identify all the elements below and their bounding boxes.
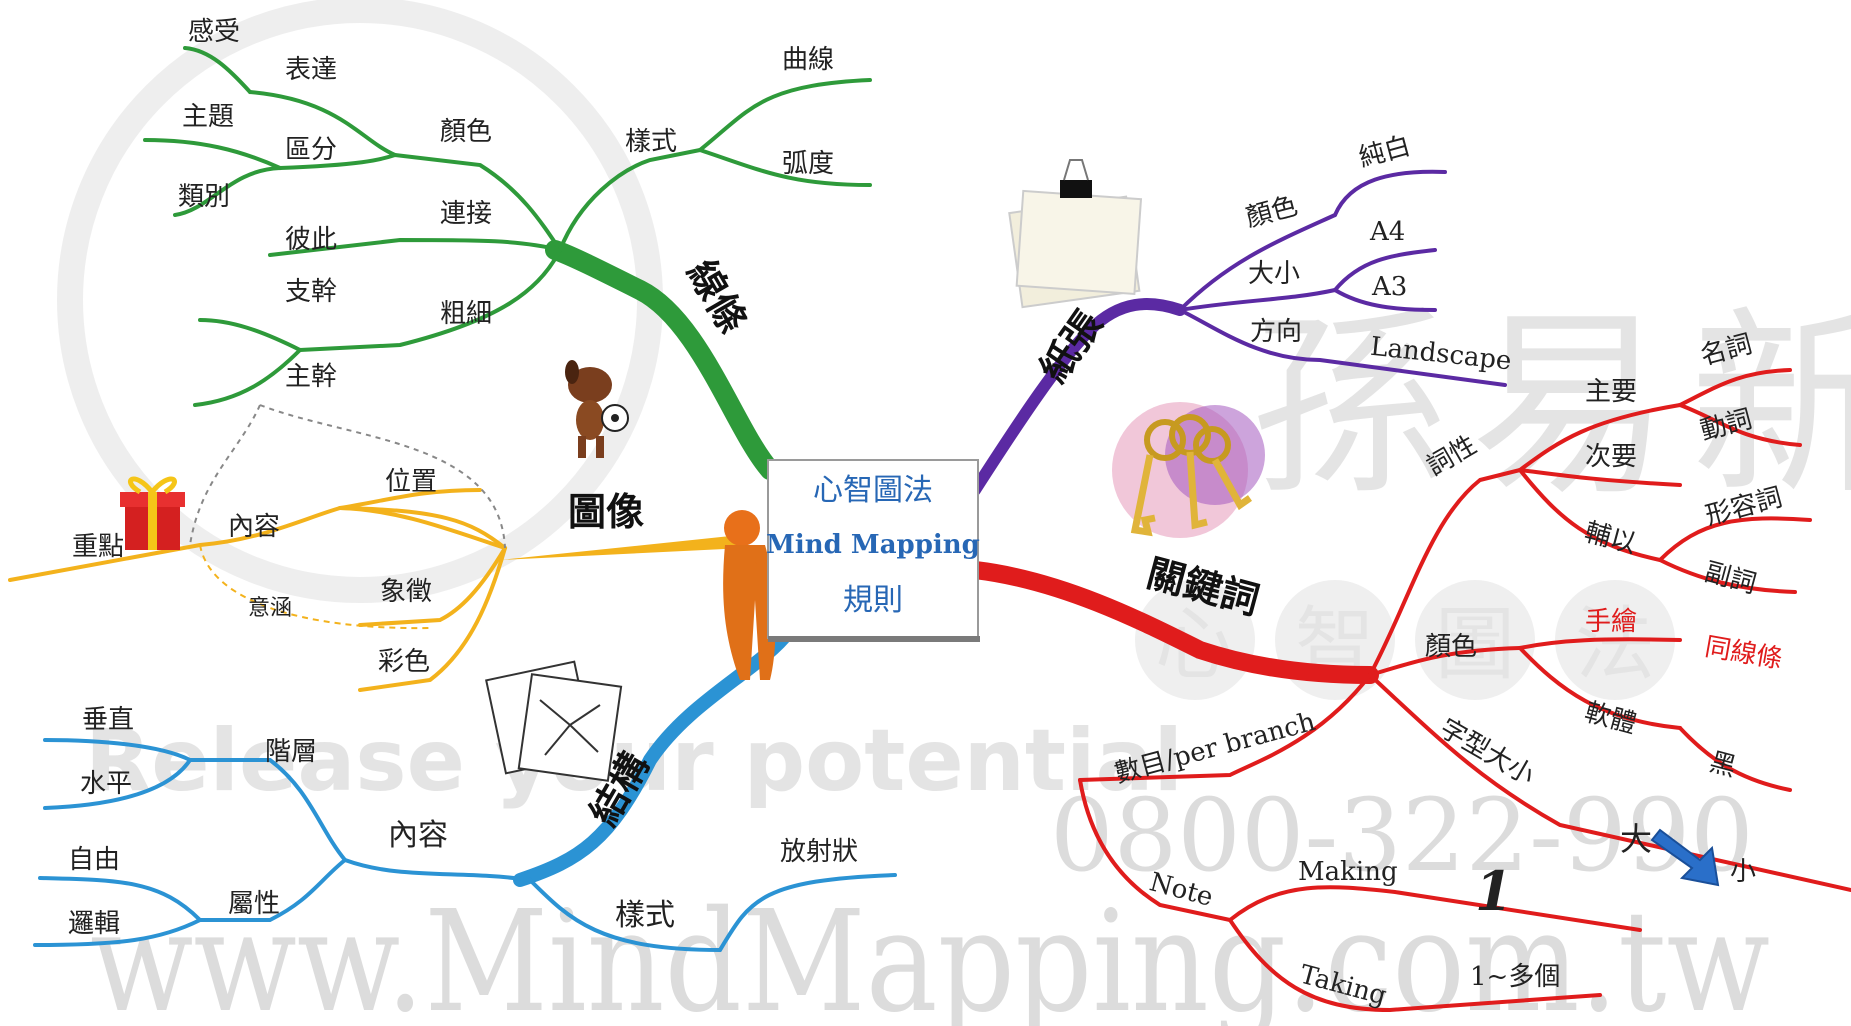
label-handdrawn: 手繪 <box>1585 607 1637 637</box>
label-a3: A3 <box>1371 272 1407 302</box>
label-one: 1 <box>1475 859 1513 923</box>
label-connect: 連接 <box>440 199 492 229</box>
label-distinguish: 區分 <box>285 135 337 165</box>
label-keyword-color: 顏色 <box>1425 632 1477 662</box>
label-big: 大 <box>1620 820 1652 858</box>
label-arc: 弧度 <box>782 149 834 179</box>
keys-icon <box>1112 402 1265 538</box>
watermark-brand: 孫易新 <box>1250 290 1851 523</box>
label-category: 類別 <box>178 182 230 212</box>
label-free: 自由 <box>68 845 120 875</box>
central-topic: 心智圖法 Mind Mapping 規則 <box>766 459 980 642</box>
label-small: 小 <box>1730 857 1756 887</box>
label-level: 階層 <box>265 737 317 767</box>
label-adverb: 副詞 <box>1701 557 1759 599</box>
label-pure-white: 純白 <box>1356 131 1414 173</box>
label-paper-size: 大小 <box>1248 259 1300 289</box>
label-vertical: 垂直 <box>82 705 134 735</box>
label-meaning: 意涵 <box>248 596 292 621</box>
watermark-phone: 0800-322-990 <box>1050 777 1754 894</box>
paper-sheet-icon <box>1008 159 1143 309</box>
label-structure-content: 內容 <box>388 818 448 853</box>
label-each-other: 彼此 <box>285 225 337 255</box>
label-software: 軟體 <box>1581 697 1639 739</box>
label-one-to-many: 1~多個 <box>1470 962 1560 992</box>
label-attribute: 屬性 <box>228 889 280 919</box>
label-radial: 放射狀 <box>780 837 858 867</box>
branch-image-label: 圖像 <box>568 490 644 534</box>
label-feeling: 感受 <box>188 17 240 47</box>
label-topic: 主題 <box>182 102 234 132</box>
label-image-content: 內容 <box>228 512 280 542</box>
label-symbol: 象徵 <box>380 577 432 607</box>
label-branch: 支幹 <box>285 277 337 307</box>
label-key-point: 重點 <box>72 532 124 562</box>
label-lines-color: 顏色 <box>440 117 492 147</box>
label-auxiliary: 輔以 <box>1581 517 1639 559</box>
central-title: 心智圖法 <box>813 473 933 508</box>
gift-icon <box>120 476 185 550</box>
label-image-color: 彩色 <box>378 647 430 677</box>
label-paper-color: 顏色 <box>1243 191 1301 233</box>
label-curve: 曲線 <box>782 45 834 75</box>
label-outline: 同線條 <box>1703 632 1785 675</box>
watermark-url: www.MindMapping.com.tw <box>90 881 1770 1026</box>
dog-icon <box>565 360 629 458</box>
label-lines-style: 樣式 <box>625 127 677 157</box>
central-subtitle: Mind Mapping <box>766 530 980 560</box>
label-position: 位置 <box>385 467 437 497</box>
watermark-circle-4: 法 <box>1575 598 1655 691</box>
label-logic: 邏輯 <box>68 909 120 939</box>
label-expression: 表達 <box>285 55 337 85</box>
label-a4: A4 <box>1369 217 1405 247</box>
label-making: Making <box>1298 857 1398 887</box>
watermark: 心 智 圖 法 孫易新 Release your potential 0800-… <box>57 0 1851 1026</box>
label-structure-style: 樣式 <box>615 898 675 933</box>
central-rules: 規則 <box>843 583 903 618</box>
label-secondary: 次要 <box>1585 442 1637 472</box>
map-sketch-icon <box>485 660 623 782</box>
label-horizontal: 水平 <box>80 769 132 799</box>
label-direction: 方向 <box>1250 317 1302 347</box>
arrow-icon <box>1650 828 1720 887</box>
label-thickness: 粗細 <box>440 299 492 329</box>
label-trunk: 主幹 <box>285 362 337 392</box>
label-main: 主要 <box>1585 377 1637 407</box>
watermark-circle-3: 圖 <box>1435 598 1515 691</box>
